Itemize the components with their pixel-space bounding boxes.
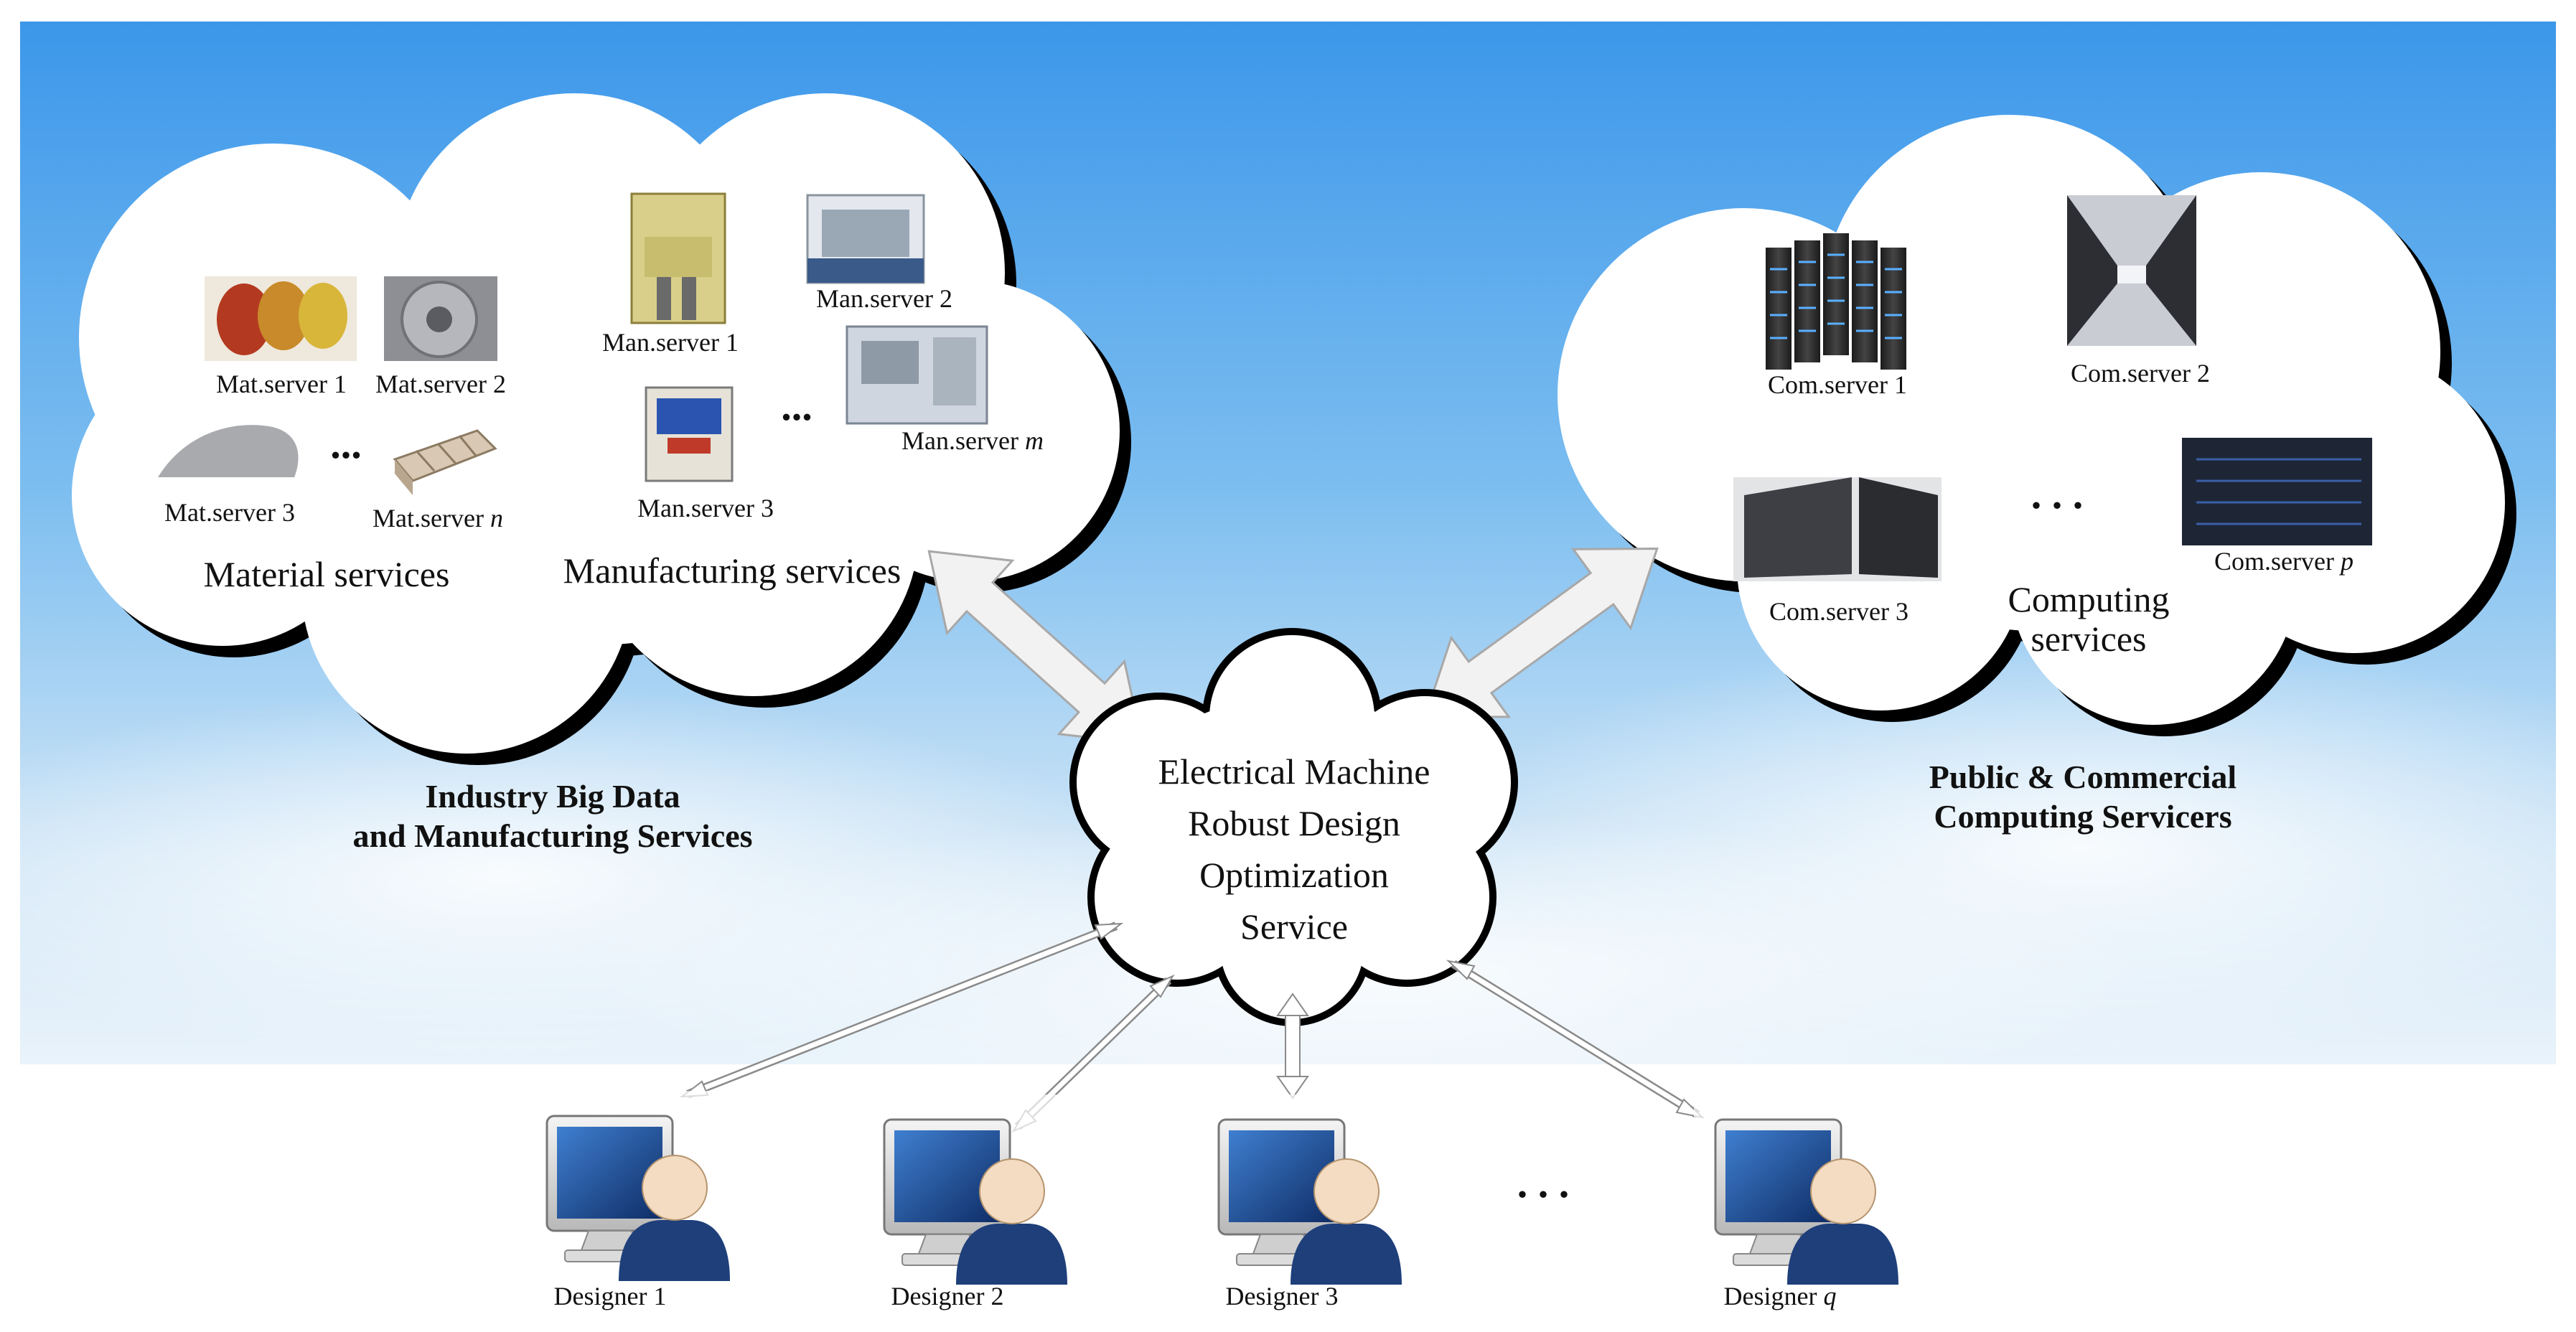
industry-group-title-line1: Industry Big Data: [425, 778, 680, 815]
computing-cloud: Com.server 1 Com.server 2 Com.server 3 C…: [1558, 115, 2516, 736]
datacenter-aisle-icon: [2067, 195, 2196, 346]
mat-server-3-label: Mat.server 3: [164, 498, 295, 527]
copper-coil-icon: [205, 276, 357, 361]
computing-services-line1: Computing: [2008, 579, 2169, 619]
com-ellipsis: . . .: [2031, 471, 2084, 517]
link-designer-3: [1276, 993, 1309, 1099]
man-server-3-label: Man.server 3: [637, 494, 774, 522]
center-line-1: Electrical Machine: [1158, 751, 1430, 792]
com-server-p-label: Com.server p: [2214, 547, 2353, 576]
com-server-1-label: Com.server 1: [1768, 370, 1907, 399]
com-server-3-label: Com.server 3: [1769, 597, 1908, 626]
man-server-m-label: Man.server m: [901, 426, 1044, 455]
man-server-1-label: Man.server 1: [602, 328, 739, 357]
designer-2: Designer 2: [861, 1093, 1069, 1310]
designer-q: Designer q: [1692, 1093, 1900, 1310]
designer-q-label: Designer q: [1724, 1282, 1837, 1310]
designer-icon: [1692, 1093, 1900, 1290]
mat-server-2-label: Mat.server 2: [375, 370, 506, 398]
winding-machine-icon: [645, 386, 734, 482]
server-rack-icon: [1764, 232, 1908, 371]
designer-icon: [524, 1089, 731, 1286]
edm-machine-icon: [846, 325, 988, 425]
material-services-label: Material services: [204, 554, 450, 594]
server-cabinets-icon: [1733, 477, 1942, 581]
designer-icon: [861, 1093, 1069, 1290]
designer-ellipsis: . . .: [1517, 1160, 1570, 1206]
press-machine-icon: [630, 192, 726, 324]
server-row-icon: [2182, 438, 2372, 545]
designer-1: Designer 1: [524, 1089, 731, 1310]
manufacturing-services-label: Manufacturing services: [563, 550, 901, 591]
man-ellipsis: ...: [781, 383, 812, 429]
computing-group-title-line1: Public & Commercial: [1929, 759, 2237, 795]
steel-roll-icon: [384, 276, 497, 361]
magnet-blocks-icon: [393, 429, 497, 495]
computing-group-title-line2: Computing Servicers: [1934, 798, 2231, 835]
center-line-3: Optimization: [1199, 855, 1389, 895]
mat-ellipsis: ...: [330, 421, 362, 467]
center-line-2: Robust Design: [1188, 803, 1400, 843]
computing-services-line2: services: [2031, 619, 2146, 659]
cnc-machine-icon: [806, 194, 925, 284]
com-server-2-label: Com.server 2: [2071, 359, 2210, 388]
designer-1-label: Designer 1: [554, 1282, 667, 1310]
designer-2-label: Designer 2: [891, 1282, 1004, 1310]
designer-3: Designer 3: [1196, 1093, 1403, 1310]
man-server-2-label: Man.server 2: [816, 284, 952, 313]
center-line-4: Service: [1240, 906, 1348, 947]
industry-group-title-line2: and Manufacturing Services: [352, 817, 752, 854]
mat-server-n-label: Mat.server n: [373, 504, 503, 533]
center-service-cloud: Electrical Machine Robust Design Optimiz…: [1069, 628, 1518, 1026]
industry-cloud: Mat.server 1 Mat.server 2 Mat.server 3 M…: [72, 93, 1131, 765]
mat-server-1-label: Mat.server 1: [216, 370, 347, 398]
designer-3-label: Designer 3: [1226, 1282, 1339, 1310]
designer-icon: [1196, 1093, 1403, 1290]
powder-pile-icon: [158, 425, 299, 477]
